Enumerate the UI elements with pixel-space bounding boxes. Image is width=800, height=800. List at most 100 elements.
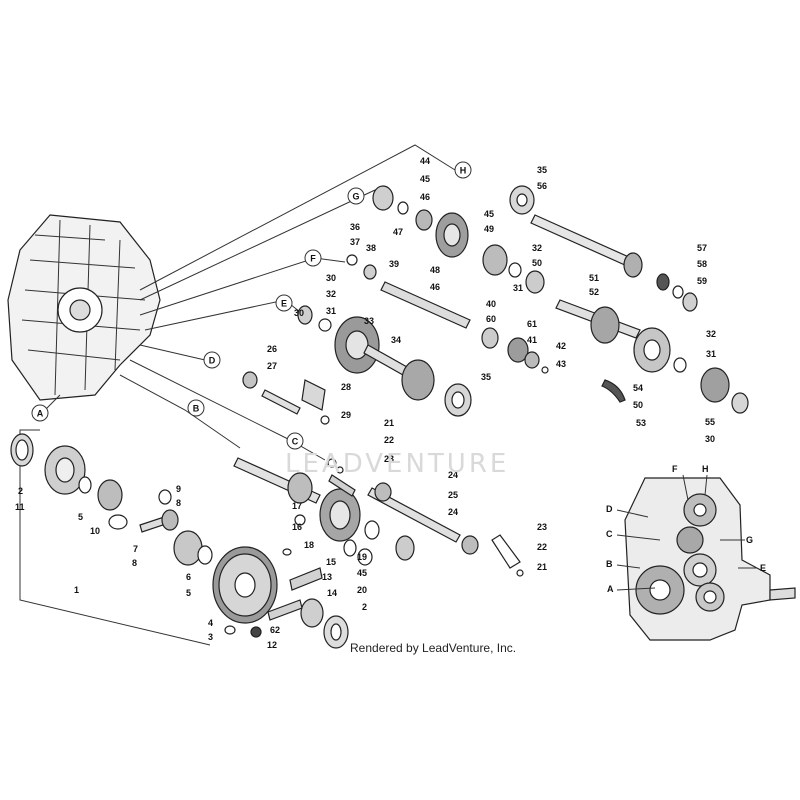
part-number-6: 6	[186, 572, 191, 582]
section-label-g: G	[347, 187, 365, 205]
part-number-21: 21	[537, 562, 547, 572]
part-number-58: 58	[697, 259, 707, 269]
part-number-8: 8	[176, 498, 181, 508]
svg-text:F: F	[310, 254, 316, 264]
part-number-32: 32	[706, 329, 716, 339]
part-number-32: 32	[532, 243, 542, 253]
part-number-20: 20	[357, 585, 367, 595]
part-number-32: 32	[326, 289, 336, 299]
part-number-4: 4	[208, 618, 213, 628]
part-number-9: 9	[176, 484, 181, 494]
inset-label-b: B	[606, 559, 613, 569]
inset-label-c: C	[606, 529, 613, 539]
svg-text:C: C	[292, 437, 299, 447]
parts-group-e	[297, 305, 472, 417]
assembled-gearbox-inset	[616, 474, 796, 641]
svg-text:D: D	[209, 356, 216, 366]
part-number-5: 5	[186, 588, 191, 598]
part-number-27: 27	[267, 361, 277, 371]
inset-label-f: F	[672, 464, 678, 474]
part-number-35: 35	[481, 372, 491, 382]
part-number-46: 46	[430, 282, 440, 292]
part-number-15: 15	[326, 557, 336, 567]
part-number-43: 43	[556, 359, 566, 369]
part-number-11: 11	[15, 502, 25, 512]
part-number-30: 30	[326, 273, 336, 283]
part-number-18: 18	[304, 540, 314, 550]
part-number-31: 31	[513, 283, 523, 293]
part-number-36: 36	[350, 222, 360, 232]
part-number-53: 53	[636, 418, 646, 428]
part-number-56: 56	[537, 181, 547, 191]
part-number-30: 30	[705, 434, 715, 444]
part-number-47: 47	[393, 227, 403, 237]
part-number-10: 10	[90, 526, 100, 536]
part-number-45: 45	[357, 568, 367, 578]
section-label-f: F	[304, 249, 322, 267]
part-number-60: 60	[486, 314, 496, 324]
parts-group-b-c	[233, 457, 524, 649]
inset-label-e: E	[760, 563, 766, 573]
inset-label-d: D	[606, 504, 613, 514]
part-number-38: 38	[366, 243, 376, 253]
parts-group-a	[10, 433, 278, 638]
part-number-2: 2	[18, 486, 23, 496]
part-number-24: 24	[448, 507, 458, 517]
part-number-62: 62	[270, 625, 280, 635]
part-number-44: 44	[420, 156, 430, 166]
part-number-49: 49	[484, 224, 494, 234]
svg-text:A: A	[37, 409, 44, 419]
part-number-52: 52	[589, 287, 599, 297]
section-label-b: B	[187, 399, 205, 417]
transmission-housing	[7, 214, 161, 401]
part-number-19: 19	[357, 552, 367, 562]
part-number-61: 61	[527, 319, 537, 329]
part-number-50: 50	[633, 400, 643, 410]
part-number-25: 25	[448, 490, 458, 500]
part-number-21: 21	[384, 418, 394, 428]
part-number-50: 50	[532, 258, 542, 268]
part-number-16: 16	[292, 522, 302, 532]
section-label-c: C	[286, 432, 304, 450]
section-label-h: H	[454, 161, 472, 179]
part-number-28: 28	[341, 382, 351, 392]
part-number-35: 35	[537, 165, 547, 175]
watermark-logo: LEADVENTURE	[285, 449, 509, 479]
part-number-14: 14	[327, 588, 337, 598]
part-number-39: 39	[389, 259, 399, 269]
part-number-37: 37	[350, 237, 360, 247]
parts-group-h	[509, 185, 749, 414]
part-number-22: 22	[384, 435, 394, 445]
part-number-59: 59	[697, 276, 707, 286]
part-number-46: 46	[420, 192, 430, 202]
part-number-3: 3	[208, 632, 213, 642]
part-number-1: 1	[74, 585, 79, 595]
svg-text:G: G	[352, 192, 359, 202]
part-number-41: 41	[527, 335, 537, 345]
part-number-45: 45	[484, 209, 494, 219]
part-number-33: 33	[364, 316, 374, 326]
section-label-markers: A B C D E F G H	[31, 161, 472, 450]
render-credit: Rendered by LeadVenture, Inc.	[350, 641, 516, 655]
inset-label-h: H	[702, 464, 709, 474]
part-number-26: 26	[267, 344, 277, 354]
part-number-31: 31	[326, 306, 336, 316]
part-number-31: 31	[706, 349, 716, 359]
part-number-23: 23	[384, 454, 394, 464]
part-number-12: 12	[267, 640, 277, 650]
parts-group-d	[242, 371, 330, 425]
part-number-34: 34	[391, 335, 401, 345]
section-label-a: A	[31, 404, 49, 422]
part-number-42: 42	[556, 341, 566, 351]
part-number-54: 54	[633, 383, 643, 393]
part-number-17: 17	[292, 501, 302, 511]
part-number-30: 30	[294, 308, 304, 318]
part-number-57: 57	[697, 243, 707, 253]
section-label-d: D	[203, 351, 221, 369]
part-number-29: 29	[341, 410, 351, 420]
part-number-24: 24	[448, 470, 458, 480]
part-number-7: 7	[133, 544, 138, 554]
part-number-13: 13	[322, 572, 332, 582]
inset-label-g: G	[746, 535, 753, 545]
